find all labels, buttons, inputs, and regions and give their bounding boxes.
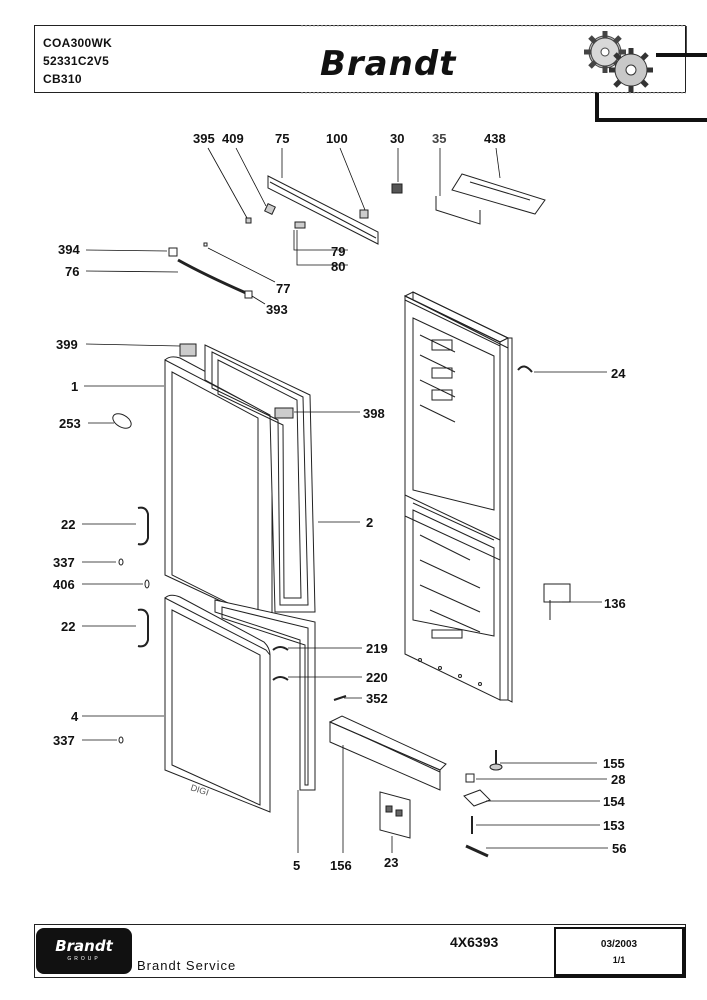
upper-door-drawing	[164, 344, 316, 626]
callout-398: 398	[363, 406, 385, 421]
date-box: 03/2003 1/1	[554, 927, 686, 978]
callout-337-upper: 337	[53, 555, 75, 570]
callout-337-lower: 337	[53, 733, 75, 748]
callout-1: 1	[71, 379, 79, 394]
callout-220: 220	[366, 670, 388, 685]
model-line-2: 52331C2V5	[43, 54, 110, 68]
model-lines: COA300WK 52331C2V5 CB310	[43, 34, 112, 88]
callout-22-lower: 22	[61, 619, 76, 634]
callout-438: 438	[484, 131, 506, 146]
callout-24: 24	[611, 366, 626, 381]
brand-logo: Brandt	[320, 44, 457, 84]
callout-23: 23	[384, 855, 399, 870]
footer-doc-number: 4X6393	[450, 934, 499, 950]
footer-date: 03/2003	[600, 939, 638, 950]
lower-door-drawing: DIGI	[164, 594, 316, 813]
callout-399: 399	[56, 337, 78, 352]
footer-service-label: Brandt Service	[137, 958, 237, 973]
callout-77: 77	[276, 281, 291, 296]
callout-253: 253	[59, 416, 81, 431]
callout-100: 100	[326, 131, 348, 146]
callout-22-upper: 22	[61, 517, 76, 532]
model-line-1: COA300WK	[43, 36, 113, 50]
footer-brand-logo: Brandt GROUP	[36, 928, 132, 974]
callout-153: 153	[603, 818, 625, 833]
callout-156: 156	[330, 858, 352, 873]
callout-30: 30	[390, 131, 405, 146]
cabinet-drawing	[403, 291, 513, 703]
footer-page: 1/1	[612, 955, 626, 965]
callout-219: 219	[366, 641, 388, 656]
callout-2: 2	[366, 515, 374, 530]
callout-75: 75	[275, 131, 290, 146]
callout-395: 395	[193, 131, 215, 146]
model-line-3: CB310	[43, 72, 82, 86]
callout-155: 155	[603, 756, 625, 771]
footer-logo-sub: GROUP	[67, 956, 101, 962]
footer-logo-main: Brandt	[55, 937, 113, 955]
callout-154: 154	[603, 794, 625, 809]
callout-4: 4	[71, 709, 79, 724]
corner-bracket-icon	[301, 25, 707, 122]
callout-406: 406	[53, 577, 75, 592]
callout-409: 409	[222, 131, 244, 146]
callout-5: 5	[293, 858, 301, 873]
callout-136: 136	[604, 596, 626, 611]
callout-56: 56	[612, 841, 627, 856]
callout-394: 394	[58, 242, 80, 257]
header-frame	[34, 25, 686, 93]
callout-80: 80	[331, 259, 346, 274]
exploded-diagram: DIGI	[82, 147, 608, 858]
callout-79: 79	[331, 244, 346, 259]
callout-76: 76	[65, 264, 80, 279]
callout-35: 35	[432, 131, 447, 146]
callout-28: 28	[611, 772, 626, 787]
gears-icon	[584, 31, 653, 92]
callout-352: 352	[366, 691, 388, 706]
callout-393: 393	[266, 302, 288, 317]
